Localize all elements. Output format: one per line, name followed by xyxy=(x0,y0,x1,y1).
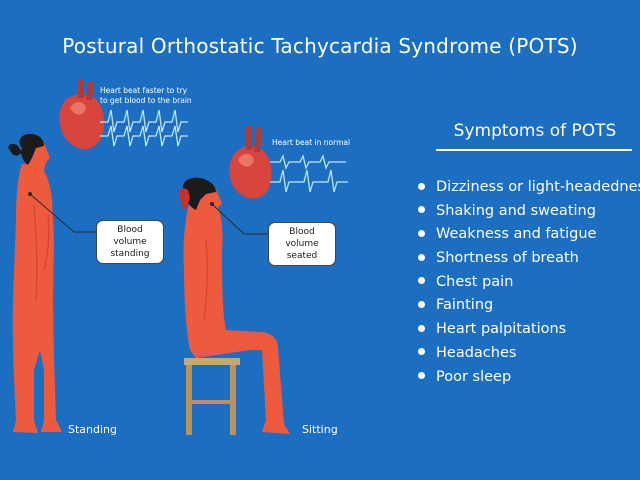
callout-blood-volume-standing: Blood volume standing xyxy=(96,220,164,264)
list-item: Chest pain xyxy=(418,271,640,295)
bullet-icon xyxy=(418,277,425,285)
bullet-icon xyxy=(418,206,425,214)
ecg-waveform xyxy=(270,169,348,193)
bullet-icon xyxy=(418,229,425,237)
symptoms-title: Symptoms of POTS xyxy=(453,121,617,141)
symptoms-list: Dizziness or light-headedness Shaking an… xyxy=(418,176,640,389)
heart-icon xyxy=(59,80,105,150)
list-item: Heart palpitations xyxy=(418,318,640,342)
list-item: Fainting xyxy=(418,294,640,318)
ecg-waveform xyxy=(100,109,188,133)
list-item: Dizziness or light-headedness xyxy=(418,176,640,200)
bullet-icon xyxy=(418,324,425,332)
bullet-icon xyxy=(418,372,425,379)
list-item: Poor sleep xyxy=(418,366,640,390)
symptoms-divider xyxy=(436,149,632,151)
list-item: Weakness and fatigue xyxy=(418,223,640,247)
heart-note-sitting: Heart beat in normal xyxy=(272,138,351,147)
bullet-icon xyxy=(418,253,425,261)
ecg-waveform xyxy=(100,125,188,147)
list-item: Shortness of breath xyxy=(418,247,640,271)
list-item: Shaking and sweating xyxy=(418,200,640,224)
caption-sitting: Sitting xyxy=(302,423,338,436)
page-title: Postural Orthostatic Tachycardia Syndrom… xyxy=(62,34,578,58)
callout-blood-volume-seated: Blood volume seated xyxy=(268,222,336,266)
ecg-waveform xyxy=(270,154,346,170)
bullet-icon xyxy=(418,182,425,190)
bullet-icon xyxy=(418,348,425,356)
bullet-icon xyxy=(418,300,425,308)
heart-icon xyxy=(229,126,272,199)
standing-figure xyxy=(8,133,63,433)
sitting-figure xyxy=(178,177,290,435)
list-item: Headaches xyxy=(418,342,640,366)
caption-standing: Standing xyxy=(68,423,118,436)
heart-note-standing: Heart beat faster to try to get blood to… xyxy=(100,86,192,105)
